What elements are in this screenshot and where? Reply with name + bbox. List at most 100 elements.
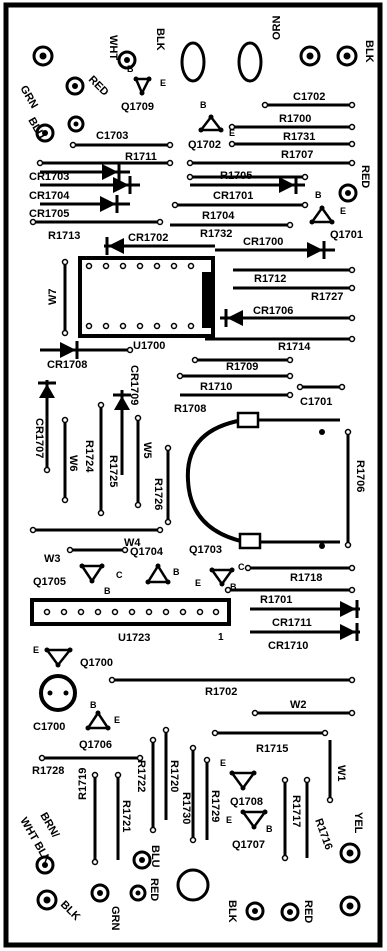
label-cr1708: CR1708 — [47, 359, 87, 371]
pin — [348, 101, 356, 109]
pin — [79, 563, 85, 569]
label-grn-bot: GRN — [109, 906, 121, 931]
pin-label: B — [315, 190, 322, 200]
pin — [134, 501, 142, 509]
cr1709-arrow — [114, 396, 130, 410]
cr1705-arrow — [100, 196, 116, 212]
pin — [97, 401, 105, 409]
pin — [348, 335, 356, 343]
label-r1731: R1731 — [283, 131, 315, 143]
pin — [319, 205, 325, 211]
pad-hole — [345, 190, 351, 196]
label-blu: BLU — [25, 116, 47, 142]
q1708-triangle — [229, 771, 257, 791]
u1700-pins — [85, 262, 195, 330]
cr1706-arrow — [227, 310, 243, 326]
pin — [219, 581, 225, 587]
pin — [164, 518, 172, 526]
pin — [29, 218, 37, 226]
pin — [211, 729, 219, 737]
label-r1720: R1720 — [168, 760, 180, 792]
label-r1726: R1726 — [152, 478, 164, 510]
pin-label: E — [33, 645, 39, 655]
pin — [281, 776, 289, 784]
pin — [251, 709, 259, 717]
label-u1723: U1723 — [118, 632, 150, 644]
label-cr1702: CR1702 — [128, 232, 168, 244]
pin — [228, 140, 236, 148]
pad-blk-bl — [36, 889, 58, 911]
label-cr1706: CR1706 — [253, 305, 293, 317]
pin — [244, 564, 252, 572]
label-r1714: R1714 — [278, 341, 311, 353]
pad-red-br — [280, 902, 300, 922]
label-r1727: R1727 — [311, 291, 343, 303]
pin — [97, 509, 105, 517]
q1704-triangle — [145, 563, 171, 584]
c1700-body — [39, 674, 77, 712]
pad-hole — [42, 130, 48, 136]
pin — [166, 159, 174, 167]
label-q1708: Q1708 — [230, 796, 263, 808]
label-r1711: R1711 — [125, 151, 157, 163]
pin — [44, 647, 50, 653]
pin — [218, 127, 224, 133]
pad-hole — [42, 862, 48, 868]
pin — [91, 771, 99, 779]
q1706-triangle — [85, 710, 111, 730]
label-r1704: R1704 — [202, 210, 235, 222]
pin — [224, 586, 232, 594]
pad-hole — [306, 52, 314, 60]
pin-label: E — [114, 715, 120, 725]
pin — [348, 564, 356, 572]
pin — [69, 141, 77, 149]
pin — [149, 826, 157, 834]
pin — [67, 647, 73, 653]
pin — [326, 796, 334, 804]
label-q1704: Q1704 — [130, 546, 164, 558]
label-cr1704: CR1704 — [29, 190, 70, 202]
pad-large-center — [176, 868, 210, 902]
pin — [108, 676, 116, 684]
label-blk-top: BLK — [154, 28, 166, 51]
label-u1723-pin1: 1 — [218, 632, 224, 643]
pin — [145, 579, 151, 585]
label-red-br: RED — [302, 900, 314, 923]
pin-label: B — [104, 586, 111, 596]
label-r1725: R1725 — [107, 455, 119, 487]
pad-hole — [346, 902, 354, 910]
pad-hole — [124, 57, 130, 63]
q1700-triangle — [44, 648, 73, 668]
pin — [348, 123, 356, 131]
label-r1705: R1705 — [220, 170, 252, 182]
pin — [303, 776, 311, 784]
pin — [240, 809, 246, 815]
label-blu-bot: BLU — [149, 845, 161, 868]
pin — [191, 356, 199, 364]
label-c1703: C1703 — [96, 130, 128, 142]
label-red-top: RED — [86, 74, 111, 99]
pin — [114, 771, 122, 779]
pin — [348, 586, 356, 594]
pad-hole — [139, 857, 145, 863]
pin — [338, 383, 346, 391]
label-q1702: Q1702 — [188, 139, 221, 151]
pin — [43, 466, 51, 474]
pad-hole — [73, 121, 79, 127]
pin — [105, 725, 111, 731]
label-r1701: R1701 — [260, 594, 292, 606]
label-r1732: R1732 — [200, 228, 232, 240]
pad-blk-bot — [245, 901, 265, 921]
pin — [262, 809, 268, 815]
pad-blu-bot — [132, 850, 152, 870]
label-c1700: C1700 — [33, 721, 65, 733]
label-w1: W1 — [335, 765, 347, 782]
pin — [348, 266, 356, 274]
pad-hole — [343, 52, 351, 60]
pin-label: B — [230, 582, 237, 592]
q1705-triangle — [79, 564, 105, 584]
pin — [348, 676, 356, 684]
q1709-triangle — [134, 77, 152, 96]
pin-label: C — [116, 570, 123, 580]
cr1702-arrow — [108, 238, 124, 254]
